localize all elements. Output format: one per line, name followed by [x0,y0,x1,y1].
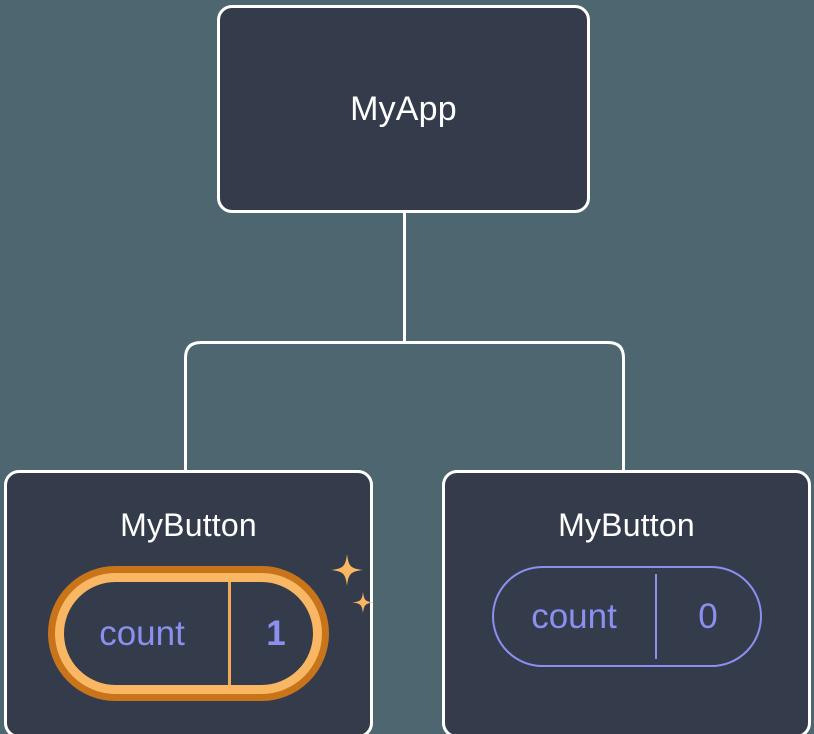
state-pill-right[interactable]: count 0 [491,566,762,667]
sparkle-large-icon [331,554,363,586]
node-myapp-label: MyApp [350,90,457,128]
sparkle-small-icon [352,592,374,613]
state-pill-divider-left [228,576,231,691]
state-pill-divider-right [654,574,657,659]
state-value-left: 1 [266,614,286,653]
node-mybutton-right-label: MyButton [558,507,695,543]
state-key-left: count [99,614,185,653]
state-pill-left[interactable]: count 1 [48,566,329,701]
node-mybutton-left[interactable]: MyButton count 1 [4,470,374,734]
sparkles-icon [331,554,374,613]
connector-bus [184,341,625,470]
state-value-right: 0 [698,597,718,636]
state-key-right: count [531,597,617,636]
state-pill-left-wrapper: count 1 [48,554,374,701]
node-mybutton-left-label: MyButton [120,507,257,543]
node-mybutton-right[interactable]: MyButton count 0 [442,470,811,734]
node-myapp[interactable]: MyApp [217,5,590,213]
state-pill-right-wrapper: count 0 [491,566,762,667]
